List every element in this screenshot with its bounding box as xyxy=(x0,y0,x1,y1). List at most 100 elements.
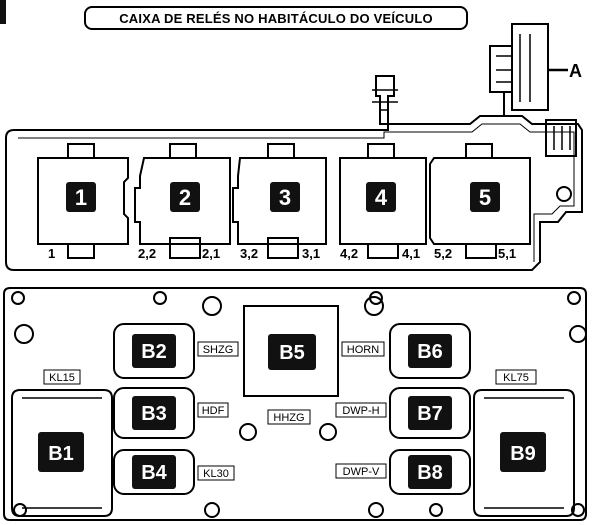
relay-tab xyxy=(465,243,497,259)
callout-a-label: A xyxy=(569,61,582,81)
tag-hhzg: HHZG xyxy=(273,412,304,424)
tag-kl30: KL30 xyxy=(203,468,229,480)
relay-labels: 1 2 3 4 5 xyxy=(66,182,500,212)
right-latch xyxy=(553,126,571,150)
mounting-hole xyxy=(364,296,384,316)
diagram-title: CAIXA DE RELÉS NO HABITÁCULO DO VEÍCULO xyxy=(84,6,468,30)
tag-horn: HORN xyxy=(347,344,379,356)
fuse-b9-housing xyxy=(484,397,564,509)
pin-label: 3,2 xyxy=(240,246,258,261)
tag-hdf: HDF xyxy=(202,405,225,417)
relay-label-3: 3 xyxy=(279,185,291,210)
mounting-hole xyxy=(239,423,257,441)
pin-label: 1 xyxy=(48,246,55,261)
fuse-b8-housing xyxy=(389,449,471,495)
fuse-b1-label-bg xyxy=(38,432,84,472)
relay-tab xyxy=(267,143,295,159)
fuse-plate-outline xyxy=(3,287,587,521)
tag-labels xyxy=(43,341,537,481)
relay-tab xyxy=(67,243,95,259)
relay-label-2: 2 xyxy=(179,185,191,210)
fuse-b4-label-bg xyxy=(132,455,176,489)
mounting-hole xyxy=(569,325,587,343)
mounting-hole xyxy=(153,291,167,305)
fuse-b7-label-bg xyxy=(408,396,452,430)
relay-tab xyxy=(169,143,197,159)
fuse-b9-label-bg xyxy=(500,432,546,472)
relay-tab xyxy=(169,237,201,259)
fuse-b9-housing xyxy=(473,389,575,517)
relay-tab xyxy=(267,237,299,259)
pin-label: 2,1 xyxy=(202,246,220,261)
fuse-b7-label: B7 xyxy=(417,403,443,425)
fuse-b4-label: B4 xyxy=(141,462,167,484)
fuse-b8-label-bg xyxy=(408,455,452,489)
relay-label-1: 1 xyxy=(75,185,87,210)
fuse-b3-label-bg xyxy=(132,396,176,430)
mounting-hole xyxy=(368,502,384,518)
mounting-hole xyxy=(319,423,337,441)
relay-tab xyxy=(67,143,95,159)
fuse-b1-housing xyxy=(22,397,102,509)
fuse-b1-label: B1 xyxy=(48,443,74,465)
fuse-b5-label: B5 xyxy=(279,342,305,364)
tag-shzg: SHZG xyxy=(203,344,234,356)
fuse-b6-label-bg xyxy=(408,334,452,368)
fuse-b2-label-bg xyxy=(132,334,176,368)
fuse-b2-label: B2 xyxy=(141,341,167,363)
fuse-b6-housing xyxy=(389,323,471,379)
relay-plate-outline xyxy=(5,115,583,271)
pin-label: 2,2 xyxy=(138,246,156,261)
fuse-b6-label: B6 xyxy=(417,341,443,363)
relay-label-5-bg xyxy=(470,182,500,212)
mounting-hole xyxy=(202,296,222,316)
pin-label: 4,2 xyxy=(340,246,358,261)
relay-label-2-bg xyxy=(170,182,200,212)
tag-dwph: DWP-H xyxy=(342,405,379,417)
tag-kl75: KL75 xyxy=(503,372,529,384)
tag-shzg-box xyxy=(197,341,239,357)
fuse-b1-housing xyxy=(11,389,113,517)
tag-dwph-box xyxy=(335,402,387,418)
relay-label-4-bg xyxy=(366,182,396,212)
relay-label-5: 5 xyxy=(479,185,491,210)
relay-tab xyxy=(465,143,493,159)
fuse-b2-housing xyxy=(113,323,195,379)
fuse-b7-housing xyxy=(389,387,471,439)
fuse-b5-label-bg xyxy=(268,334,316,370)
pin-labels: 1 2,2 2,1 3,2 3,1 4,2 4,1 5,2 5,1 xyxy=(48,246,516,261)
mounting-hole xyxy=(571,503,585,517)
relay-socket-5 xyxy=(429,157,531,245)
fuse-b8-label: B8 xyxy=(417,462,443,484)
center-connector xyxy=(372,89,398,111)
mounting-hole xyxy=(11,291,25,305)
tag-hhzg-box xyxy=(267,409,311,425)
relay-tab xyxy=(367,243,399,259)
tag-dwpv: DWP-V xyxy=(343,466,380,478)
pin-label: 5,2 xyxy=(434,246,452,261)
mounting-hole xyxy=(429,503,443,517)
tag-kl15: KL15 xyxy=(49,372,75,384)
relay-socket-4 xyxy=(339,157,427,245)
fuse-b4-housing xyxy=(113,449,195,495)
right-latch xyxy=(545,119,577,157)
relay-label-3-bg xyxy=(270,182,300,212)
relay-tab xyxy=(367,143,395,159)
connector-a xyxy=(489,45,513,93)
pin-label: 3,1 xyxy=(302,246,320,261)
relay-socket-2 xyxy=(134,157,231,245)
pin-label: 4,1 xyxy=(402,246,420,261)
connector-a xyxy=(496,34,531,102)
fuse-labels: B2 B3 B4 B5 B6 B7 B8 B1 B9 xyxy=(38,334,546,489)
relay-socket-3 xyxy=(232,157,327,245)
pin-label: 5,1 xyxy=(498,246,516,261)
relay-label-4: 4 xyxy=(375,185,388,210)
corner-mark xyxy=(0,0,6,24)
center-connector xyxy=(375,75,395,125)
fuse-b5-housing xyxy=(243,305,339,397)
mounting-hole xyxy=(567,291,581,305)
tag-horn-box xyxy=(341,341,385,357)
fuse-b3-housing xyxy=(113,387,195,439)
tag-kl15-box xyxy=(43,369,81,385)
